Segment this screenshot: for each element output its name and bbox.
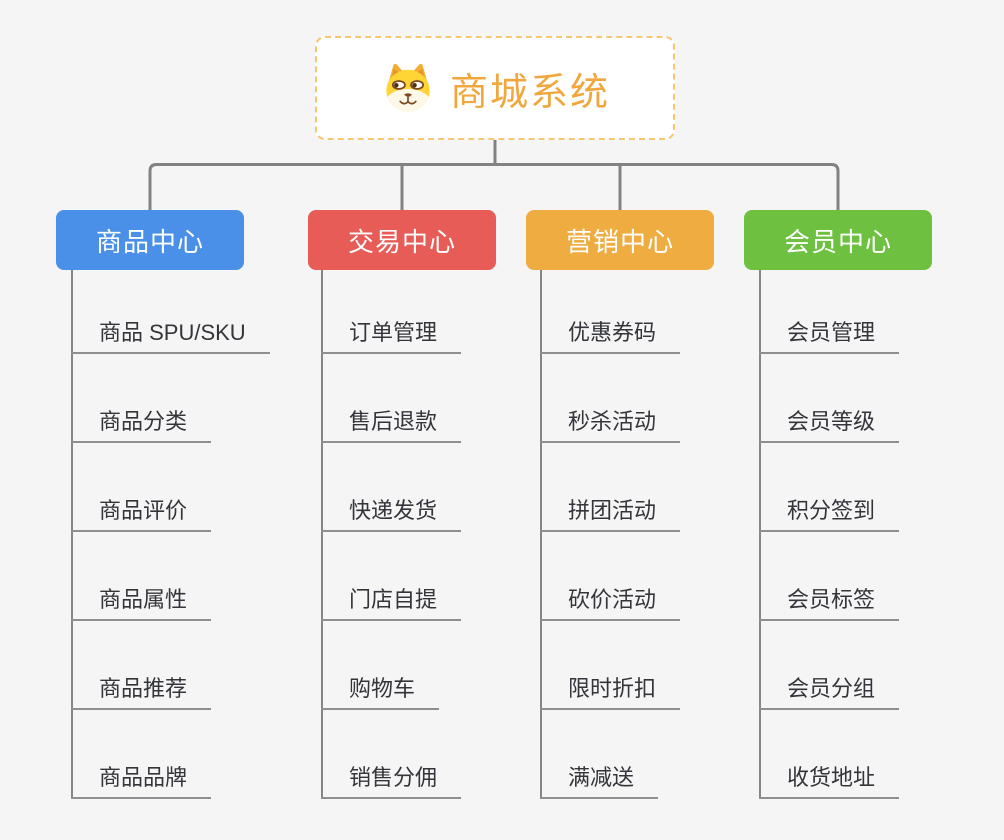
leaf-topic[interactable]: 商品分类	[71, 354, 212, 443]
leaf-topic[interactable]: 售后退款	[321, 354, 462, 443]
leaf-topic[interactable]: 购物车	[321, 621, 440, 710]
leaf-topic[interactable]: 订单管理	[321, 265, 462, 354]
leaf-topic[interactable]: 销售分佣	[321, 710, 462, 799]
leaf-topic[interactable]: 砍价活动	[540, 532, 681, 621]
dog-face-icon	[380, 62, 436, 114]
leaf-topic[interactable]: 会员等级	[759, 354, 900, 443]
leaf-topic[interactable]: 拼团活动	[540, 443, 681, 532]
leaf-topic[interactable]: 秒杀活动	[540, 354, 681, 443]
root-title: 商城系统	[449, 71, 610, 114]
leaf-column-product: 商品 SPU/SKU 商品分类 商品评价 商品属性 商品推荐 商品品牌	[71, 265, 270, 799]
leaf-topic[interactable]: 限时折扣	[540, 621, 681, 710]
leaf-topic[interactable]: 快递发货	[321, 443, 462, 532]
leaf-topic[interactable]: 门店自提	[321, 532, 462, 621]
leaf-topic[interactable]: 商品 SPU/SKU	[71, 265, 270, 354]
leaf-topic[interactable]: 商品品牌	[71, 710, 212, 799]
branch-topic-member-center[interactable]: 会员中心	[744, 210, 932, 270]
leaf-topic[interactable]: 优惠券码	[540, 265, 681, 354]
leaf-topic[interactable]: 商品评价	[71, 443, 212, 532]
leaf-column-trade: 订单管理 售后退款 快递发货 门店自提 购物车 销售分佣	[321, 265, 462, 799]
leaf-topic[interactable]: 会员分组	[759, 621, 900, 710]
leaf-topic[interactable]: 会员标签	[759, 532, 900, 621]
branch-topic-product-center[interactable]: 商品中心	[56, 210, 244, 270]
leaf-topic[interactable]: 商品推荐	[71, 621, 212, 710]
branch-topic-marketing-center[interactable]: 营销中心	[526, 210, 714, 270]
leaf-topic[interactable]: 积分签到	[759, 443, 900, 532]
leaf-topic[interactable]: 满减送	[540, 710, 659, 799]
leaf-column-marketing: 优惠券码 秒杀活动 拼团活动 砍价活动 限时折扣 满减送	[540, 265, 681, 799]
leaf-topic[interactable]: 收货地址	[759, 710, 900, 799]
root-topic[interactable]: 商城系统	[315, 36, 675, 140]
leaf-column-member: 会员管理 会员等级 积分签到 会员标签 会员分组 收货地址	[759, 265, 900, 799]
leaf-topic[interactable]: 商品属性	[71, 532, 212, 621]
branch-topic-trade-center[interactable]: 交易中心	[308, 210, 496, 270]
leaf-topic[interactable]: 会员管理	[759, 265, 900, 354]
